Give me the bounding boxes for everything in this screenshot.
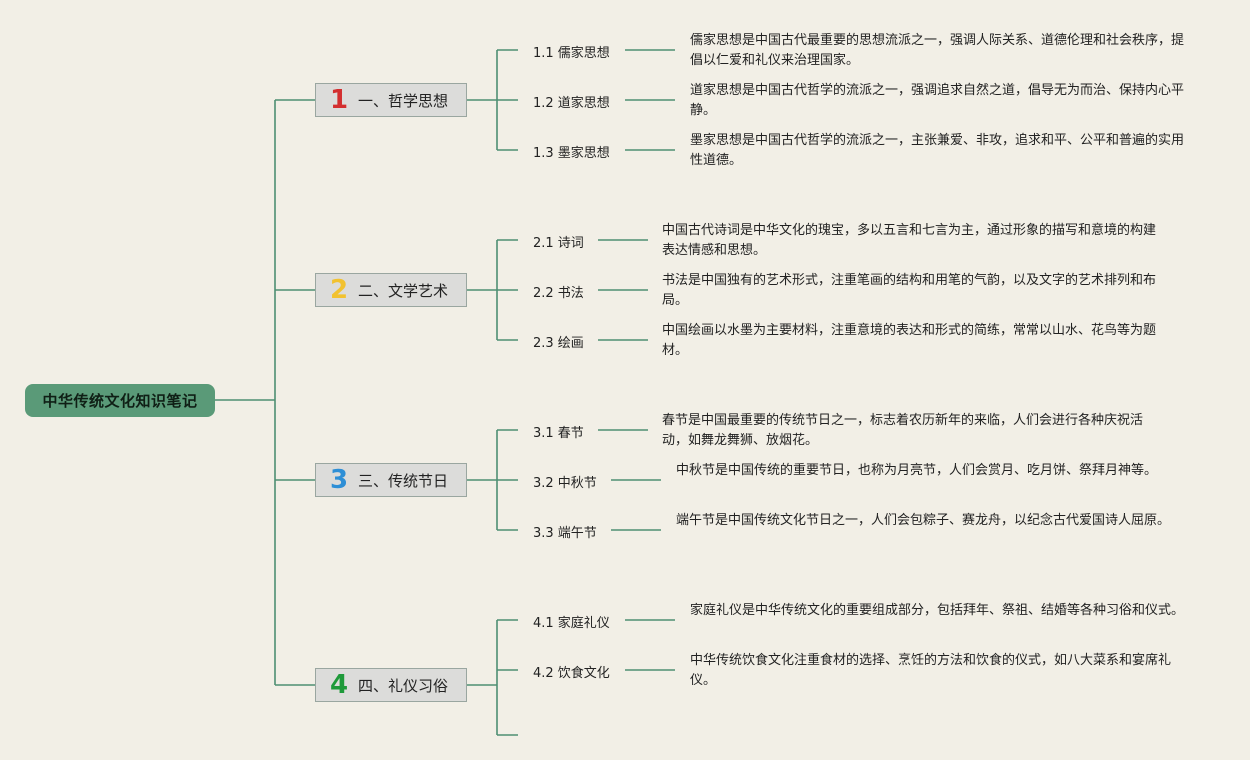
subtopic-mohism[interactable]: 1.3 墨家思想: [533, 146, 610, 161]
number-3-icon: 3: [330, 465, 349, 495]
root-topic-label: 中华传统文化知识笔记: [42, 392, 198, 410]
topic-philosophy[interactable]: 1 一、哲学思想: [315, 83, 467, 117]
subtopic-spring-festival[interactable]: 3.1 春节: [533, 426, 584, 441]
subtopic-dragon-boat[interactable]: 3.3 端午节: [533, 526, 597, 541]
subtopic-confucianism[interactable]: 1.1 儒家思想: [533, 46, 610, 61]
subtopic-family-etiquette[interactable]: 4.1 家庭礼仪: [533, 616, 610, 631]
note-family-etiquette: 家庭礼仪是中华传统文化的重要组成部分，包括拜年、祭祖、结婚等各种习俗和仪式。: [690, 603, 1185, 618]
number-2-icon: 2: [330, 275, 349, 305]
note-calligraphy: 书法是中国独有的艺术形式，注重笔画的结构和用笔的气韵，以及文字的艺术排列和布局。: [662, 273, 1157, 308]
note-painting: 中国绘画以水墨为主要材料，注重意境的表达和形式的简练，常常以山水、花鸟等为题材。: [662, 323, 1157, 358]
topic-title: 三、传统节日: [358, 471, 449, 490]
note-food-culture: 中华传统饮食文化注重食材的选择、烹饪的方法和饮食的仪式，如八大菜系和宴席礼仪。: [690, 653, 1172, 688]
topic-title: 二、文学艺术: [358, 281, 449, 300]
topic-literature-art[interactable]: 2 二、文学艺术: [315, 273, 467, 307]
subtopic-poetry[interactable]: 2.1 诗词: [533, 236, 584, 251]
subtopic-mid-autumn[interactable]: 3.2 中秋节: [533, 476, 597, 491]
note-spring-festival: 春节是中国最重要的传统节日之一，标志着农历新年的来临，人们会进行各种庆祝活动，如…: [662, 413, 1144, 448]
subtopic-calligraphy[interactable]: 2.2 书法: [533, 286, 584, 301]
note-taoism: 道家思想是中国古代哲学的流派之一，强调追求自然之道，倡导无为而治、保持内心平静。: [690, 83, 1185, 118]
root-topic[interactable]: 中华传统文化知识笔记: [25, 384, 215, 417]
number-1-icon: 1: [330, 85, 349, 115]
topic-title: 一、哲学思想: [358, 91, 449, 110]
topic-festivals[interactable]: 3 三、传统节日: [315, 463, 467, 497]
topic-title: 四、礼仪习俗: [358, 676, 449, 695]
note-confucianism: 儒家思想是中国古代最重要的思想流派之一，强调人际关系、道德伦理和社会秩序，提倡以…: [690, 33, 1185, 68]
note-mid-autumn: 中秋节是中国传统的重要节日，也称为月亮节，人们会赏月、吃月饼、祭拜月神等。: [676, 463, 1158, 478]
subtopic-painting[interactable]: 2.3 绘画: [533, 336, 584, 351]
note-dragon-boat: 端午节是中国传统文化节日之一，人们会包粽子、赛龙舟，以纪念古代爱国诗人屈原。: [676, 513, 1171, 528]
note-poetry: 中国古代诗词是中华文化的瑰宝，多以五言和七言为主，通过形象的描写和意境的构建表达…: [662, 223, 1157, 258]
subtopic-taoism[interactable]: 1.2 道家思想: [533, 96, 610, 111]
number-4-icon: 4: [330, 670, 349, 700]
topic-etiquette-customs[interactable]: 4 四、礼仪习俗: [315, 668, 467, 702]
note-mohism: 墨家思想是中国古代哲学的流派之一，主张兼爱、非攻，追求和平、公平和普遍的实用性道…: [690, 133, 1185, 168]
subtopic-food-culture[interactable]: 4.2 饮食文化: [533, 666, 610, 681]
